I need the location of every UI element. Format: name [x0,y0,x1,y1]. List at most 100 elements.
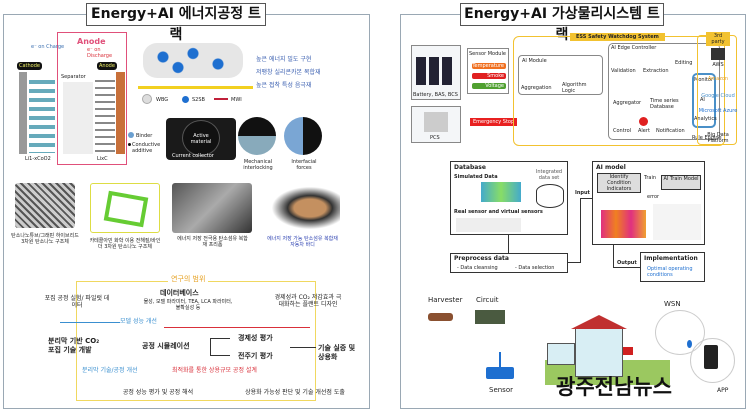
scope-label: 연구의 범위 [168,275,209,284]
membrane-improve: 분리막 기술/공정 개선 [82,367,138,374]
aggregator-label: Aggregator [613,100,642,106]
implementation-box: Implementation Optimal operating conditi… [640,252,705,282]
optimization-design: 최적화를 통한 상용규모 공정 설계 [172,367,257,374]
cloud-aws: AWS [712,62,724,68]
preprocess-label: Preprocess data [454,255,509,262]
analytics-label: Analytics [694,116,717,122]
validation-label: Validation [611,68,636,74]
cloud-bigdata: Big Data Platform [707,132,729,144]
binder-diagram: Binder Conductive additive Active materi… [126,115,330,173]
identify-indicators: Identify Condition Indicators [597,173,641,193]
bullet-item: 높은 접착 특성 음극재 [256,82,312,89]
alert-label: Alert [638,128,650,134]
cathode-material: Li1-xCoO2 [25,156,51,162]
sensor-module: Sensor Module [469,51,506,57]
monitor-label: Monitor [694,77,714,83]
ai-module: AI Module [522,58,547,64]
rule-engine: Rule Engine [692,135,722,141]
database-desc: 물성, 모델 파라미터, TEA, LCA 파라미터, 불확실성 등 [143,299,233,311]
active-material-label: Active material [190,133,212,145]
cathode-label: Cathode [17,62,42,70]
silicon-composite-image: WBG S2SB MWI [138,38,253,108]
real-sensor-label: Real sensor and virtual sensors [454,209,543,215]
commercialization: 기술 실증 및 상용화 [318,344,356,361]
control-label: Control [613,128,632,134]
process-images-row: 탄소나노튜브/그래핀 하이브리드 3차원 탄소나노 구조체 카테콜아민 화학 이… [10,183,340,258]
ai-label: AI [700,97,705,103]
membrane-tech: 분리막 기반 CO₂ 포집 기술 개발 [48,337,100,354]
process-caption: 탄소나노튜브/그래핀 하이브리드 3차원 탄소나노 구조체 [11,233,79,245]
error-label: error [647,194,660,200]
legend-s2sb: S2SB [192,97,205,103]
separator-label: Separator [61,74,86,80]
smart-house [545,315,705,390]
ess-system-label: ESS Safety Watchdog System [570,33,665,41]
algorithm-label: Algorithm Logic [562,82,587,94]
circuit-label: Circuit [476,296,499,304]
train-model: AI Train Model [661,175,701,190]
performance-evaluation: 공정 성능 평가 및 공정 해석 [122,389,194,396]
editing-label: Editing [675,60,693,66]
ai-model-box: AI model Identify Condition Indicators T… [592,161,705,245]
smartphone [704,345,718,369]
battery-diagram: Anode e⁻ on Charge e⁻ on Discharge Catho… [15,30,127,165]
lifecycle-evaluation: 전주기 평가 [238,352,273,360]
wsn-network [655,310,705,355]
harvester-label: Harvester [428,296,463,304]
cloud-amazon: Amazon [707,76,729,82]
database-title: 데이터베이스 [160,289,199,297]
model-improve: 모델 성능 개선 [120,318,157,325]
output-label: Output [617,260,637,266]
data-selection: - Data selection [515,265,555,271]
watermark-logo: 광주전남뉴스 [556,375,672,399]
app-label: APP [717,387,729,394]
database-label: Database [454,164,486,171]
notification-label: Notification [656,128,685,134]
battery-label: Battery, BAS, BCS [413,92,458,98]
bullet-item: 저팽창 실리콘카본 복합재 [256,69,321,76]
ai-model-label: AI model [596,164,626,171]
energy-process-title: Energy+AI 에너지공정 트랙 [86,3,266,43]
anode-label: Anode [97,62,117,70]
economic-evaluation: 경제성 평가 [238,334,273,342]
cyber-physical-title: Energy+AI 가상물리시스템 트랙 [460,3,664,43]
process-caption: 에너지 저장 가능 탄소섬유 복합재 자동차 바디 [267,236,338,248]
binder-label: Binder [136,133,153,139]
legend-mwi: MWI [231,97,242,103]
process-simulation: 공정 시뮬레이션 [142,342,190,350]
database-box: Database Simulated Data Integrated data … [450,161,568,235]
implementation-label: Implementation [644,255,698,262]
collector-label: Current collector [172,153,214,159]
legend-wbg: WBG [156,97,169,103]
bullet-item: 높은 에너지 밀도 구현 [256,56,312,63]
feature-bullets: 높은 에너지 밀도 구현 저팽창 실리콘카본 복합재 높은 접착 특성 음극재 [256,56,321,89]
feasibility-analysis: 상용화 가능성 판단 및 기술 개선점 도출 [245,389,345,396]
sensor-smoke: Smoke [472,73,506,79]
app-circle [690,338,735,383]
sensor-voltage: Voltage [472,83,506,89]
emergency-stop: Emergency Stop [470,118,518,126]
anode-material: LixC [97,156,108,162]
wsn-label: WSN [664,300,681,308]
bluetooth-icon [687,340,692,348]
timeseries-db: Time series Database [650,98,679,110]
ess-watchdog-diagram: Battery, BAS, BCS PCS Emergency Stop Sen… [410,30,740,148]
pilot-data: 포집 공정 실험/ 파일럿 데이터 [44,295,110,309]
mechanical-label: Mechanical interlocking [243,159,273,171]
sensor-device [486,367,514,379]
process-caption: 에너지 저장 전극용 탄소섬유 복합재 프리폼 [177,236,248,248]
data-cleansing: - Data cleansing [457,265,498,271]
train-label: Train [644,175,656,181]
on-charge-label: e⁻ on Charge [31,44,65,50]
circuit-board [475,310,505,324]
aggregation-label: Aggregation [521,85,552,91]
process-caption: 카테콜아민 화학 이용 전해질/바인더 3차원 탄소나노 구조체 [89,238,161,250]
anode-title: Anode [77,37,106,46]
integrated-dataset: Integrated data set [535,169,563,181]
conductive-label: Conductive additive [132,142,161,154]
cloud-azure: Microsoft Azure [698,108,738,114]
simulated-data-label: Simulated Data [454,174,498,180]
extraction-label: Extraction [643,68,669,74]
third-party-box: 3rd party AWS Amazon Google Cloud Micros… [697,32,738,145]
sensor-label: Sensor [489,386,513,394]
